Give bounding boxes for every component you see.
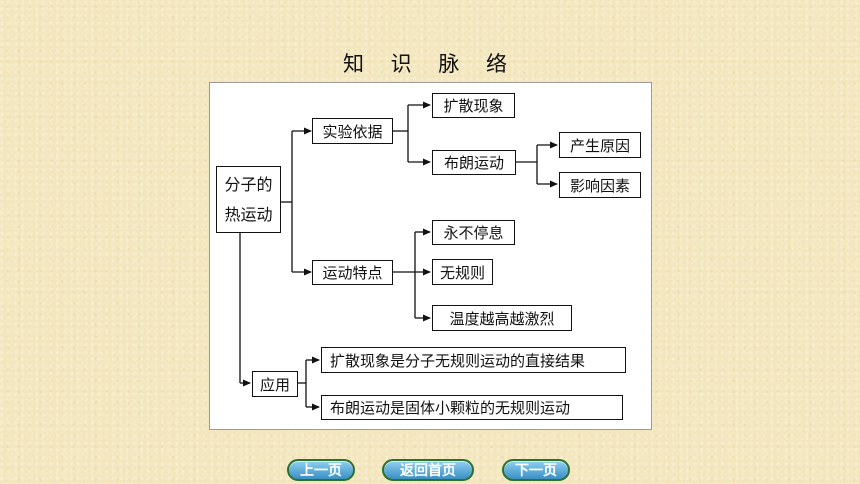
node-temperature: 温度越高越激烈 — [432, 305, 572, 331]
node-diffusion: 扩散现象 — [432, 93, 515, 118]
node-root-line1: 分子的 — [224, 174, 273, 194]
next-page-button[interactable]: 下一页 — [502, 459, 570, 481]
node-never-stop: 永不停息 — [432, 220, 515, 245]
home-button[interactable]: 返回首页 — [382, 459, 474, 481]
node-motion-features: 运动特点 — [312, 260, 393, 285]
node-application: 应用 — [252, 371, 298, 397]
node-irregular: 无规则 — [432, 259, 493, 285]
page-title: 知 识 脉 络 — [342, 52, 518, 76]
connector-lines — [239, 101, 558, 411]
node-factors: 影响因素 — [559, 172, 641, 198]
prev-page-button[interactable]: 上一页 — [287, 459, 355, 481]
node-cause: 产生原因 — [559, 132, 641, 158]
node-app1: 扩散现象是分子无规则运动的直接结果 — [321, 347, 626, 373]
node-experimental-basis: 实验依据 — [312, 118, 393, 144]
node-app2: 布朗运动是固体小颗粒的无规则运动 — [321, 395, 623, 420]
node-root-line2: 热运动 — [224, 204, 273, 224]
knowledge-map-panel: 分子的 热运动 实验依据 扩散现象 布朗运动 产生原因 影响因素 运动特点 永不… — [209, 82, 652, 430]
node-root: 分子的 热运动 — [216, 166, 281, 233]
node-brownian: 布朗运动 — [432, 150, 516, 175]
